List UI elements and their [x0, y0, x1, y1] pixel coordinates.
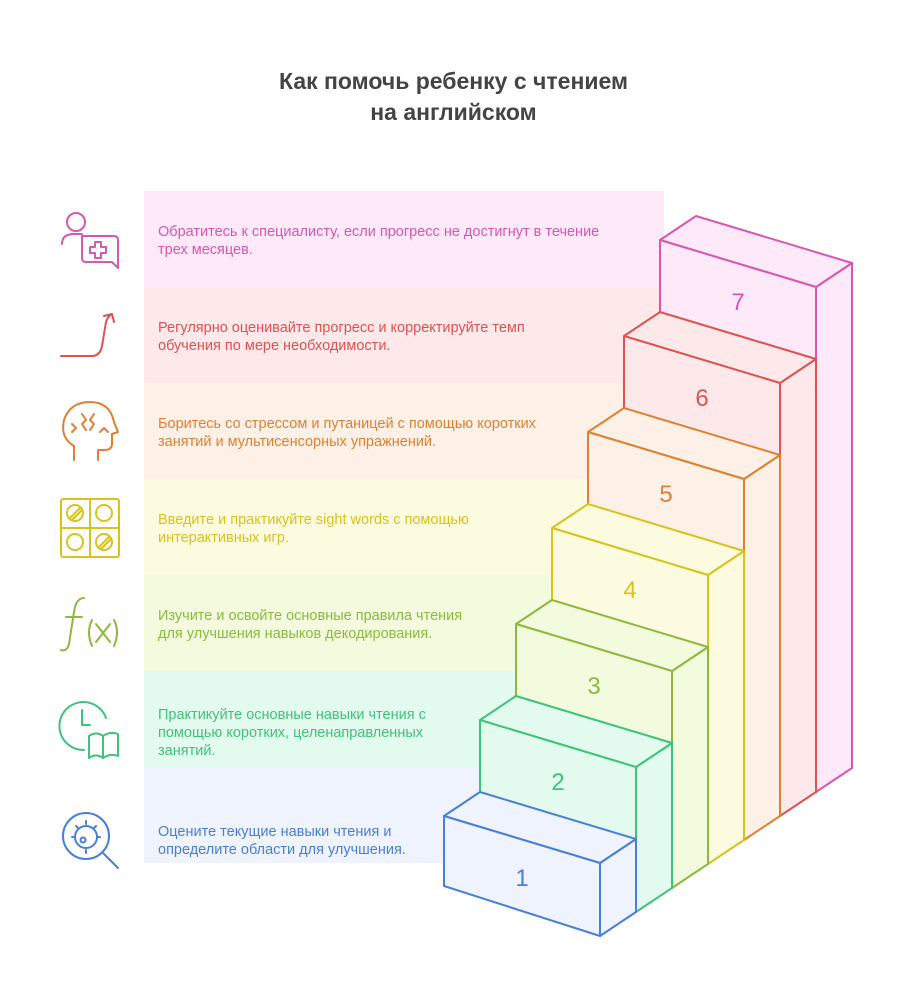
trend-arrow-icon	[60, 313, 115, 357]
step-2-line-1: Практикуйте основные навыки чтения с	[158, 707, 426, 723]
band-step-5	[144, 383, 664, 479]
step-4-line-2: интерактивных игр.	[158, 530, 289, 546]
step-7-line-2: трех месяцев.	[158, 242, 253, 258]
step-6-text: Регулярно оценивайте прогресс и корректи…	[158, 319, 568, 355]
step-2-text: Практикуйте основные навыки чтения с пом…	[158, 706, 478, 760]
stair-5-side	[743, 454, 781, 841]
band-step-6	[144, 287, 664, 383]
step-5-line-1: Боритесь со стрессом и путаницей с помощ…	[158, 416, 536, 432]
stairs-layer: 7 6 5 4 3 2 1	[443, 215, 853, 937]
step-4-line-1: Введите и практикуйте sight words с помо…	[158, 512, 469, 528]
magnifier-icon	[62, 812, 119, 869]
step-1-line-2: определите области для улучшения.	[158, 842, 406, 858]
step-5-text: Боритесь со стрессом и путаницей с помощ…	[158, 415, 568, 451]
step-7-line-1: Обратитесь к специалисту, если прогресс …	[158, 224, 600, 240]
game-grid-icon	[60, 498, 120, 558]
step-3-text: Изучите и освойте основные правила чтени…	[158, 607, 488, 643]
step-1-line-1: Оцените текущие навыки чтения и	[158, 824, 392, 840]
stair-6-side	[779, 358, 817, 817]
stair-1-front	[443, 815, 601, 937]
step-3-line-1: Изучите и освойте основные правила чтени…	[158, 608, 463, 624]
step-5-line-2: занятий и мультисенсорных упражнений.	[158, 434, 437, 450]
step-6-line-1: Регулярно оценивайте прогресс и корректи…	[158, 320, 525, 336]
stair-6-number: 6	[695, 385, 708, 412]
step-4-text: Введите и практикуйте sight words с помо…	[158, 511, 498, 547]
stair-1-number: 1	[515, 865, 528, 892]
step-2-line-2: помощью коротких, целенаправленных	[158, 725, 423, 741]
stair-4-side	[707, 550, 745, 865]
stair-2-number: 2	[551, 769, 564, 796]
band-step-7	[144, 191, 664, 287]
diagram-title: Как помочь ребенку с чтением на английск…	[0, 66, 907, 128]
stair-7-side	[815, 262, 853, 793]
step-2-line-3: занятий.	[158, 743, 216, 759]
step-6-line-2: обучения по мере необходимости.	[158, 338, 391, 354]
stair-3-side	[671, 646, 709, 889]
stair-4-number: 4	[623, 577, 636, 604]
clock-book-icon	[58, 701, 119, 759]
stressed-head-icon	[62, 401, 119, 461]
function-icon	[60, 597, 118, 652]
doctor-consult-icon	[61, 212, 119, 269]
step-7-text: Обратитесь к специалисту, если прогресс …	[158, 223, 638, 259]
step-1-text: Оцените текущие навыки чтения и определи…	[158, 823, 478, 859]
stair-step-1: 1	[443, 791, 637, 937]
title-line-2: на английском	[370, 99, 537, 125]
title-line-1: Как помочь ребенку с чтением	[279, 68, 628, 94]
stair-7-number: 7	[731, 289, 744, 316]
step-3-line-2: для улучшения навыков декодирования.	[158, 626, 433, 642]
stair-3-number: 3	[587, 673, 600, 700]
stair-5-number: 5	[659, 481, 672, 508]
stair-2-side	[635, 742, 673, 913]
